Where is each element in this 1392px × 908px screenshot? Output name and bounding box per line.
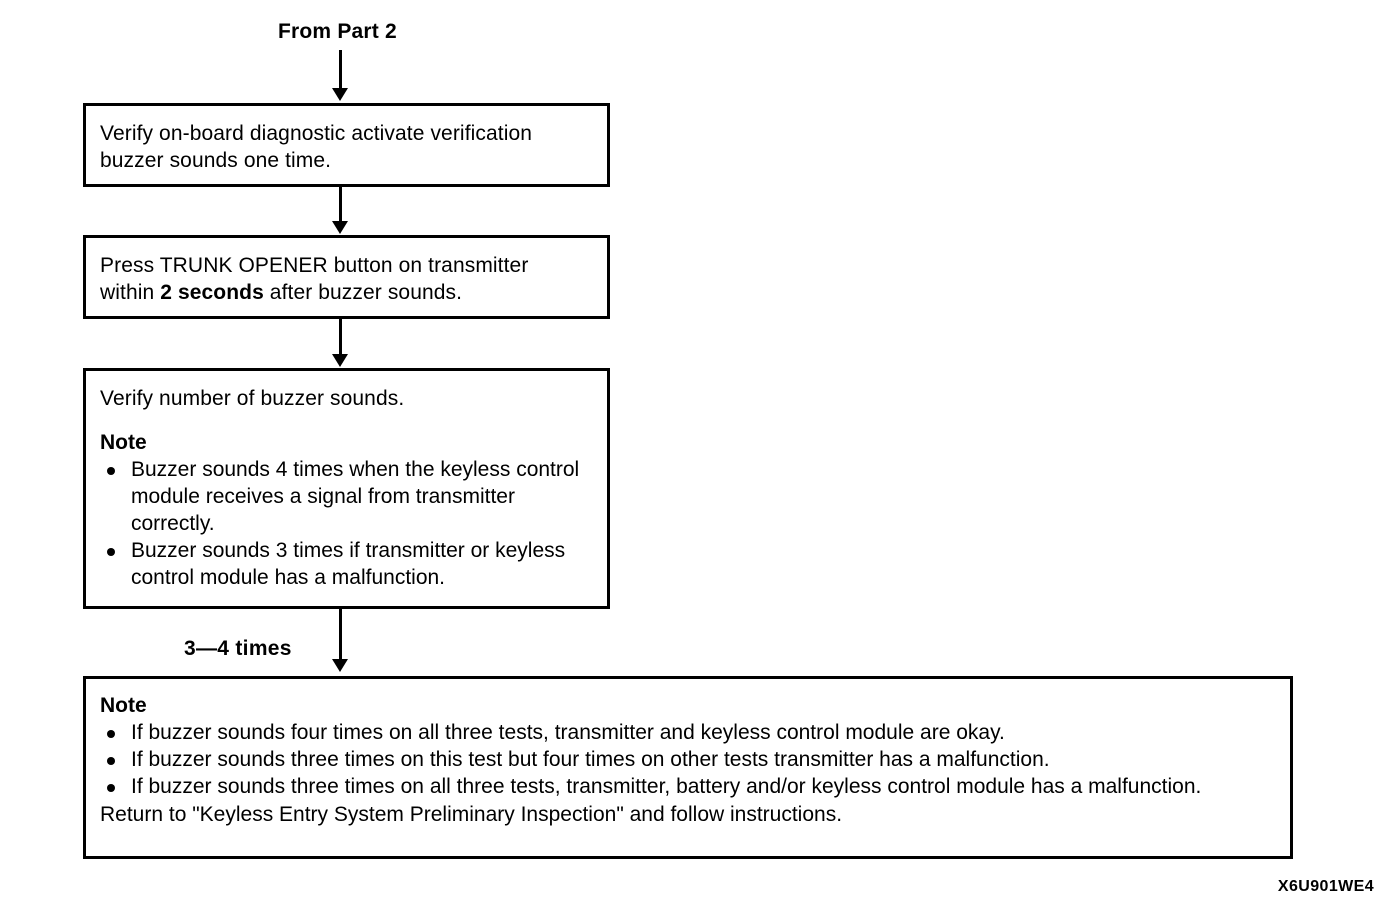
- bullet-dot-icon: [107, 548, 115, 556]
- arrowhead-step1-to-step2: [332, 221, 348, 234]
- connector-step2-to-step3: [339, 319, 342, 355]
- step-2-line-2-prefix: within: [100, 281, 161, 304]
- step-4-bullet-1-text: If buzzer sounds four times on all three…: [131, 721, 1005, 744]
- bullet-dot-icon: [107, 467, 115, 475]
- connector-step3-to-step4: [339, 609, 342, 661]
- step-4-bullet-3-text: If buzzer sounds three times on all thre…: [131, 775, 1202, 798]
- step-4-bullet-list: If buzzer sounds four times on all three…: [100, 719, 1276, 800]
- step-4-return-instruction: Return to "Keyless Entry System Prelimin…: [100, 803, 843, 826]
- step-3-note-label: Note: [100, 431, 147, 454]
- step-3-bullet-list: Buzzer sounds 4 times when the keyless c…: [100, 456, 593, 591]
- step-3-bullet-1-text: Buzzer sounds 4 times when the keyless c…: [131, 458, 580, 535]
- step-2-line-2: within 2 seconds after buzzer sounds.: [100, 279, 593, 306]
- step-3-bullet-2-text: Buzzer sounds 3 times if transmitter or …: [131, 539, 566, 589]
- step-box-3: Verify number of buzzer sounds. Note Buz…: [83, 368, 610, 609]
- bullet-dot-icon: [107, 757, 115, 765]
- step-box-4: Note If buzzer sounds four times on all …: [83, 676, 1293, 859]
- step-box-1: Verify on-board diagnostic activate veri…: [83, 103, 610, 187]
- step-1-line-2: buzzer sounds one time.: [100, 149, 332, 172]
- list-item: If buzzer sounds four times on all three…: [100, 719, 1276, 746]
- step-box-2: Press TRUNK OPENER button on transmitter…: [83, 235, 610, 319]
- step-4-bullet-2-text: If buzzer sounds three times on this tes…: [131, 748, 1050, 771]
- step-2-timing-emphasis: 2 seconds: [160, 281, 264, 304]
- arrowhead-step3-to-step4: [332, 659, 348, 672]
- list-item: Buzzer sounds 4 times when the keyless c…: [100, 456, 593, 537]
- step-4-note-label: Note: [100, 694, 147, 717]
- arrowhead-entry-to-step1: [332, 88, 348, 101]
- bullet-dot-icon: [107, 784, 115, 792]
- entry-label: From Part 2: [278, 20, 397, 43]
- list-item: If buzzer sounds three times on all thre…: [100, 773, 1276, 800]
- bullet-dot-icon: [107, 730, 115, 738]
- list-item: Buzzer sounds 3 times if transmitter or …: [100, 537, 593, 591]
- edge-label-3-4-times: 3—4 times: [184, 637, 292, 660]
- connector-entry-to-step1: [339, 50, 342, 90]
- list-item: If buzzer sounds three times on this tes…: [100, 746, 1276, 773]
- connector-step1-to-step2: [339, 187, 342, 223]
- step-2-line-2-suffix: after buzzer sounds.: [263, 281, 463, 304]
- arrowhead-step2-to-step3: [332, 354, 348, 367]
- step-1-line-1: Verify on-board diagnostic activate veri…: [100, 122, 533, 145]
- step-2-line-1: Press TRUNK OPENER button on transmitter: [100, 254, 529, 277]
- document-reference-code: X6U901WE4: [1277, 878, 1374, 895]
- step-3-heading: Verify number of buzzer sounds.: [100, 387, 405, 410]
